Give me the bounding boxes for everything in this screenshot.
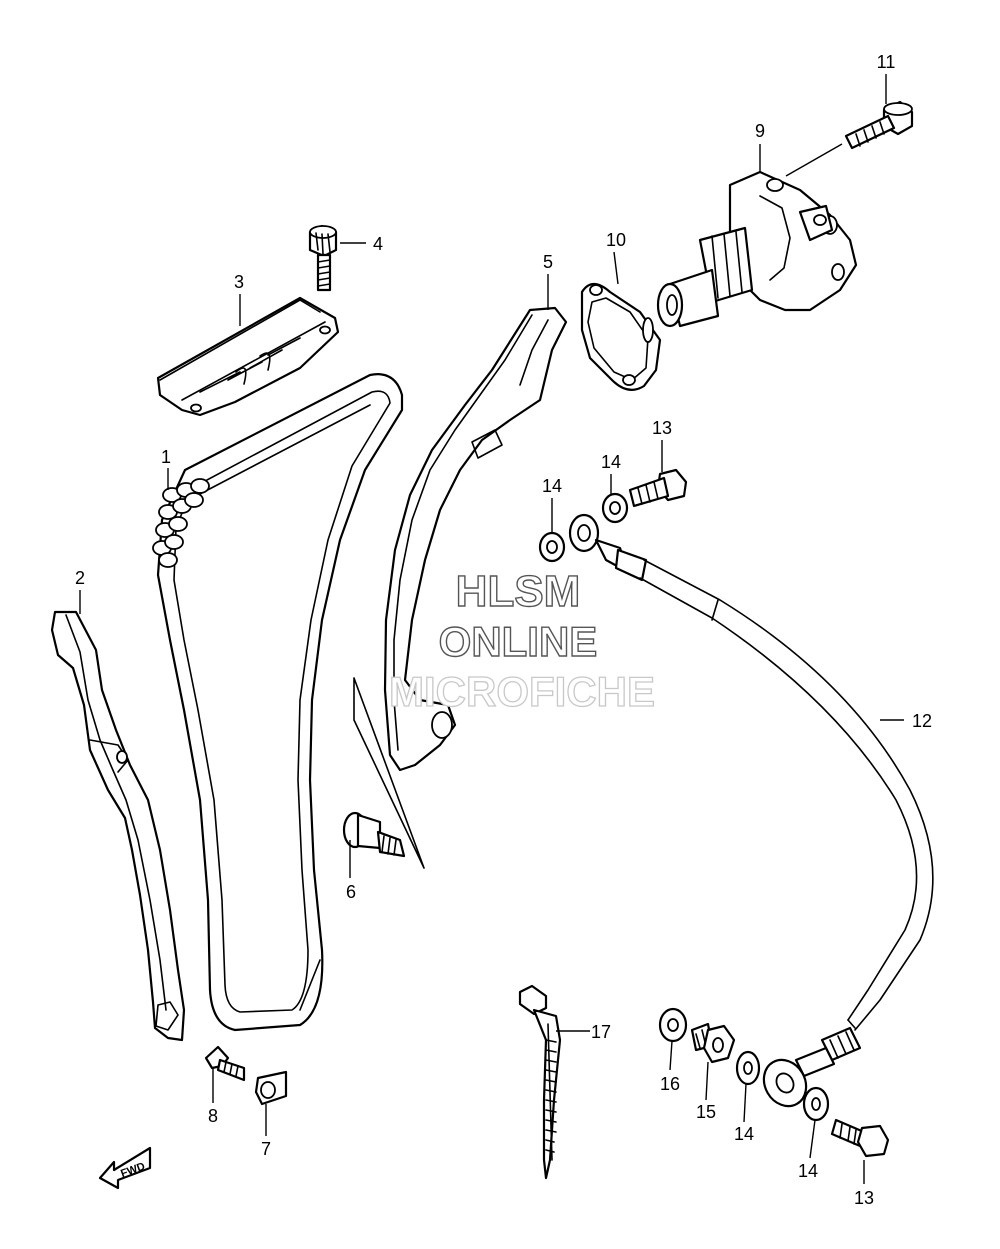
tensioner-adjuster-part-9 [656, 170, 858, 328]
bolt-part-8 [204, 1045, 246, 1082]
watermark: HLSM ONLINE MICROFICHE [388, 566, 655, 715]
bolt-part-11 [844, 100, 914, 150]
banjo-bolt-upper-part-13 [628, 468, 688, 508]
callout-13-lower: 13 [854, 1188, 874, 1208]
washer-part-16 [658, 1007, 688, 1043]
washer-lower-right-part-14 [802, 1086, 830, 1122]
watermark-line-3: MICROFICHE [389, 668, 655, 715]
washer-lower-left-part-14 [735, 1050, 761, 1086]
callout-11: 11 [877, 52, 896, 72]
oil-hose-part-12 [568, 513, 934, 1108]
callout-3: 3 [234, 272, 244, 292]
banjo-bolt-lower-part-13 [830, 1118, 890, 1158]
callout-15: 15 [696, 1102, 716, 1122]
callout-14-upper-left: 14 [542, 476, 562, 496]
callout-13-upper: 13 [652, 418, 672, 438]
washer-upper-left-part-14 [538, 531, 566, 563]
callout-12: 12 [912, 711, 932, 731]
callout-14-lower-left: 14 [734, 1124, 754, 1144]
washer-plate-part-7 [254, 1070, 288, 1106]
callout-1: 1 [161, 447, 171, 467]
callout-10: 10 [606, 230, 626, 250]
callout-14-lower-right: 14 [798, 1161, 818, 1181]
forward-arrow: FWD [98, 1146, 152, 1190]
callout-17: 17 [591, 1022, 611, 1042]
leader-lines [79, 74, 904, 1184]
upper-guide-part-3 [156, 296, 340, 417]
callout-4: 4 [373, 234, 383, 254]
watermark-line-1: HLSM [456, 567, 581, 616]
watermark-line-2: ONLINE [439, 618, 598, 665]
tensioner-guide-part-5 [383, 306, 568, 772]
washer-upper-right-part-14 [601, 492, 629, 524]
callout-14-upper-right: 14 [601, 452, 621, 472]
callout-5: 5 [543, 252, 553, 272]
callout-2: 2 [75, 568, 85, 588]
pivot-bolt-part-6 [342, 811, 406, 858]
bolt-part-4 [308, 224, 338, 292]
bolt-part-15 [690, 1022, 736, 1064]
callout-labels: 1 2 3 4 5 6 7 8 9 10 11 12 13 13 14 14 1… [75, 52, 932, 1208]
callout-16: 16 [660, 1074, 680, 1094]
cable-tie-part-17 [518, 984, 562, 1180]
gasket-part-10 [580, 282, 662, 391]
callout-7: 7 [261, 1139, 271, 1159]
cam-chain-part-1 [152, 373, 404, 1032]
callout-6: 6 [346, 882, 356, 902]
callout-9: 9 [755, 121, 765, 141]
callout-8: 8 [208, 1106, 218, 1126]
reference-triangle [353, 677, 425, 869]
chain-guide-part-2 [50, 610, 186, 1042]
